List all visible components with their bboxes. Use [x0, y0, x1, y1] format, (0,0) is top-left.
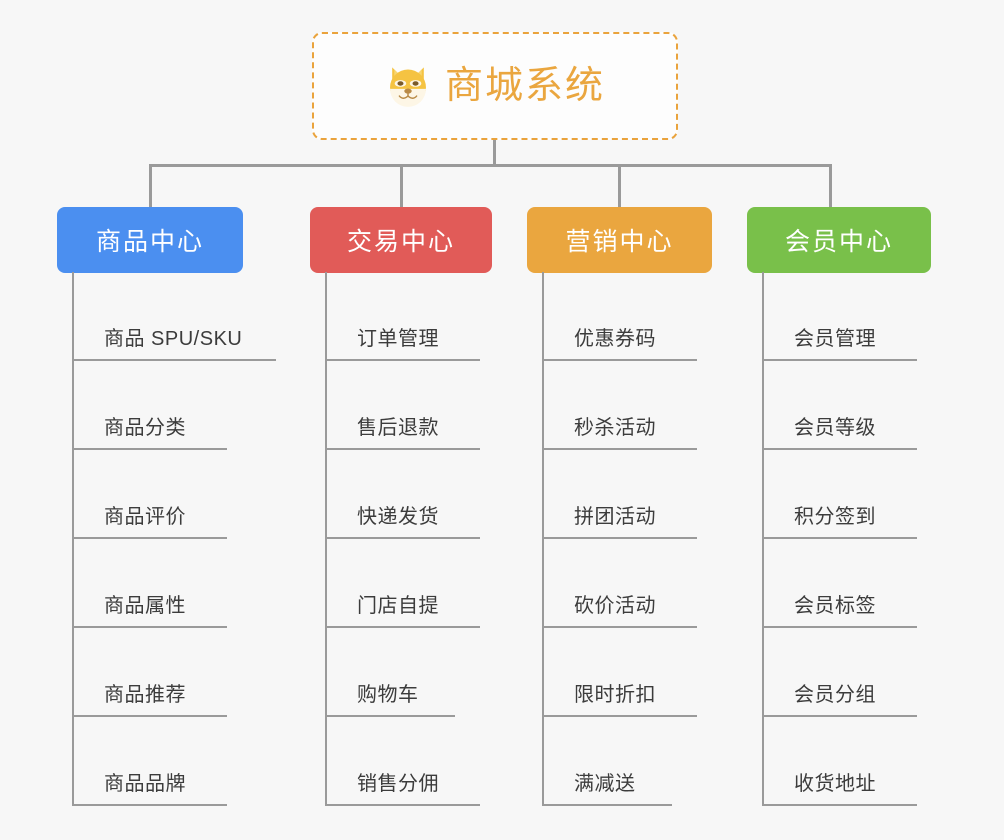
leaf-label: 会员等级 [794, 417, 876, 439]
leaf-label: 砍价活动 [574, 595, 656, 617]
leaf-underline [762, 804, 917, 806]
connector-drop-4 [829, 164, 832, 208]
leaf-underline [542, 626, 697, 628]
leaf-underline [72, 537, 227, 539]
leaf-label: 订单管理 [357, 328, 439, 350]
leaf-underline [542, 537, 697, 539]
leaf-underline [542, 715, 697, 717]
leaf-label: 商品推荐 [104, 684, 186, 706]
leaf-label: 商品评价 [104, 506, 186, 528]
connector-root-stem [493, 140, 496, 166]
leaf-trunk-2 [325, 272, 327, 806]
connector-drop-2 [400, 164, 403, 208]
leaf-trunk-1 [72, 272, 74, 806]
leaf-underline [762, 448, 917, 450]
category-header-3-label: 营销中心 [565, 228, 674, 256]
leaf-underline [762, 359, 917, 361]
leaf-underline [72, 359, 276, 361]
leaf-label: 会员标签 [794, 595, 876, 617]
leaf-label: 优惠券码 [574, 328, 656, 350]
leaf-label: 门店自提 [357, 595, 439, 617]
leaf-underline [542, 359, 697, 361]
leaf-label: 商品属性 [104, 595, 186, 617]
category-header-1-label: 商品中心 [95, 228, 204, 256]
connector-drop-3 [618, 164, 621, 208]
leaf-label: 收货地址 [794, 773, 876, 795]
leaf-underline [325, 359, 480, 361]
leaf-underline [542, 448, 697, 450]
leaf-label: 快递发货 [357, 506, 439, 528]
leaf-underline [542, 804, 672, 806]
leaf-label: 积分签到 [794, 506, 876, 528]
leaf-label: 会员管理 [794, 328, 876, 350]
leaf-underline [762, 626, 917, 628]
leaf-underline [72, 715, 227, 717]
leaf-label: 秒杀活动 [574, 417, 656, 439]
leaf-label: 限时折扣 [574, 684, 656, 706]
leaf-underline [325, 537, 480, 539]
leaf-underline [325, 715, 455, 717]
leaf-label: 会员分组 [794, 684, 876, 706]
leaf-label: 售后退款 [357, 417, 439, 439]
root-node[interactable]: 商城系统 [312, 32, 678, 140]
leaf-label: 拼团活动 [574, 506, 656, 528]
root-title: 商城系统 [444, 65, 605, 107]
leaf-underline [72, 626, 227, 628]
leaf-underline [72, 448, 227, 450]
category-header-2[interactable]: 交易中心 [310, 207, 492, 273]
dog-face-icon [385, 63, 431, 109]
leaf-underline [325, 626, 480, 628]
leaf-trunk-4 [762, 272, 764, 806]
leaf-underline [72, 804, 227, 806]
leaf-trunk-3 [542, 272, 544, 806]
leaf-label: 满减送 [574, 773, 636, 795]
category-header-4-label: 会员中心 [784, 228, 893, 256]
leaf-label: 商品品牌 [104, 773, 186, 795]
category-header-3[interactable]: 营销中心 [527, 207, 712, 273]
leaf-label: 销售分佣 [357, 773, 439, 795]
category-header-4[interactable]: 会员中心 [747, 207, 931, 273]
connector-drop-1 [149, 164, 152, 208]
leaf-underline [762, 715, 917, 717]
leaf-underline [325, 448, 480, 450]
leaf-underline [762, 537, 917, 539]
category-header-1[interactable]: 商品中心 [57, 207, 243, 273]
category-header-2-label: 交易中心 [346, 228, 455, 256]
leaf-label: 商品 SPU/SKU [104, 328, 243, 350]
leaf-underline [325, 804, 480, 806]
leaf-label: 购物车 [357, 684, 419, 706]
connector-horizontal-bus [149, 164, 832, 167]
leaf-label: 商品分类 [104, 417, 186, 439]
